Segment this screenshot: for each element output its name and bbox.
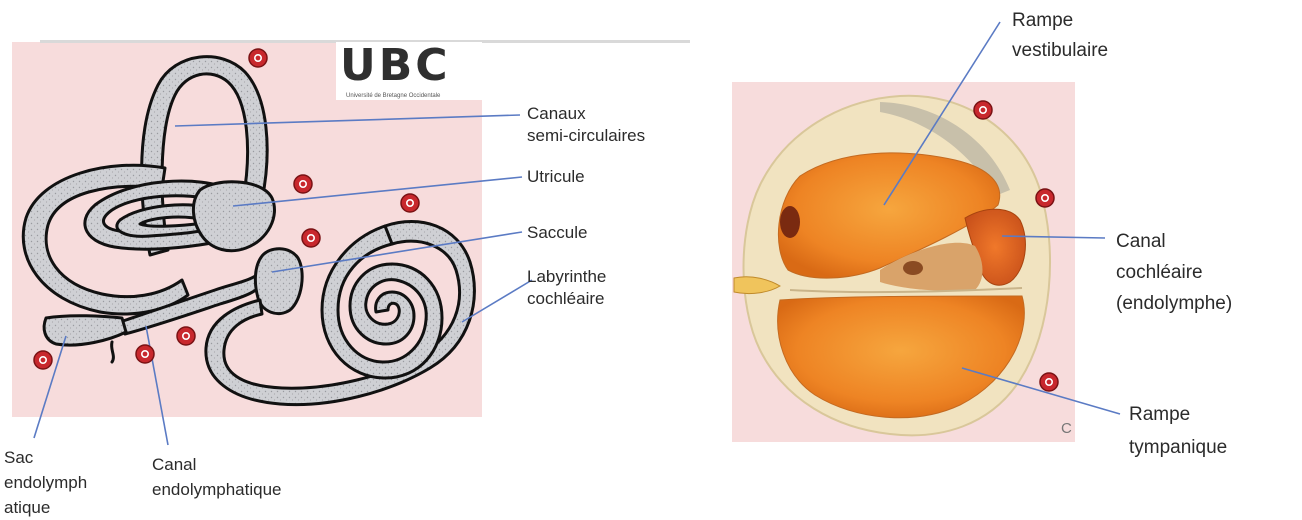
marker-left-2[interactable] bbox=[294, 175, 312, 193]
label-canal-endolymphatique: Canal endolymphatique bbox=[152, 452, 281, 502]
label-rampe-tympanique: Rampe tympanique bbox=[1129, 398, 1227, 464]
marker-right-2[interactable] bbox=[1036, 189, 1054, 207]
ubo-logo: UBC bbox=[340, 44, 451, 88]
marker-left-6[interactable] bbox=[136, 345, 154, 363]
marker-right-3[interactable] bbox=[1040, 373, 1058, 391]
marker-left-5[interactable] bbox=[177, 327, 195, 345]
label-labyrinthe-cochleaire: Labyrinthe cochléaire bbox=[527, 266, 606, 310]
label-sac-endolymphatique: Sac endolymph atique bbox=[4, 445, 87, 520]
label-canaux-semi-circulaires: Canaux semi-circulaires bbox=[527, 103, 645, 147]
ubo-logo-subtitle: Université de Bretagne Occidentale bbox=[346, 92, 440, 100]
saccule bbox=[255, 249, 302, 314]
label-canal-cochleaire: Canal cochléaire (endolymphe) bbox=[1116, 226, 1232, 319]
modiolus-shadow bbox=[780, 206, 800, 238]
marker-left-1[interactable] bbox=[249, 49, 267, 67]
label-saccule: Saccule bbox=[527, 222, 587, 244]
marker-right-1[interactable] bbox=[974, 101, 992, 119]
label-corner-c: C bbox=[1061, 418, 1072, 440]
label-utricule: Utricule bbox=[527, 166, 585, 188]
marker-left-7[interactable] bbox=[34, 351, 52, 369]
endolymphatic-duct-stub bbox=[112, 342, 114, 362]
marker-left-3[interactable] bbox=[401, 194, 419, 212]
spiral-ganglion bbox=[903, 261, 923, 275]
label-rampe-vestibulaire: Rampe vestibulaire bbox=[1012, 6, 1108, 66]
marker-left-4[interactable] bbox=[302, 229, 320, 247]
